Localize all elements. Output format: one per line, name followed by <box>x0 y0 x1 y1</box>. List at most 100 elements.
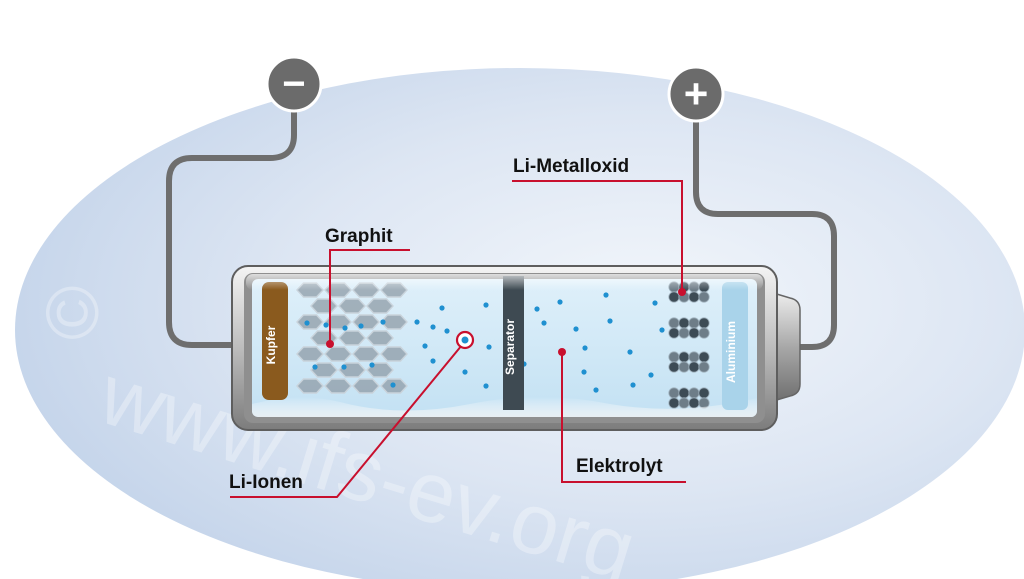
elektrolyt-leader-dot <box>558 348 566 356</box>
li-ion-dot <box>390 382 396 388</box>
aluminium-collector <box>722 282 748 410</box>
li-ion-dot <box>439 305 445 311</box>
li-ion-dot <box>659 327 665 333</box>
metalloxid-leader-dot <box>678 288 686 296</box>
li-ion-dot <box>648 372 654 378</box>
graphite-hexagon <box>296 378 324 394</box>
metal-oxide-particle <box>698 291 710 303</box>
metal-oxide-particle <box>668 387 680 399</box>
metal-oxide-particle <box>688 387 700 399</box>
metal-oxide-particle <box>698 361 710 373</box>
copper-collector <box>262 282 288 400</box>
li-ion-dot <box>581 369 587 375</box>
li-ion-dot <box>483 302 489 308</box>
metalloxid-leader <box>512 180 683 292</box>
metal-oxide-particle <box>668 361 680 373</box>
li-ion-dot <box>430 324 436 330</box>
metal-oxide-particle <box>668 291 680 303</box>
metal-oxide-particle <box>688 327 700 339</box>
li-ion-dot <box>444 328 450 334</box>
li-ion-dot <box>627 349 633 355</box>
separator-bar <box>503 276 524 410</box>
negative-terminal-symbol: − <box>282 62 305 106</box>
metal-oxide-particle <box>668 351 680 363</box>
li-ion-dot <box>630 382 636 388</box>
metal-oxide-particle <box>678 397 690 409</box>
metal-oxide-particle <box>688 361 700 373</box>
negative-terminal: − <box>265 55 323 113</box>
li-ion-highlight <box>455 330 475 350</box>
li-ionen-label: Li-Ionen <box>229 472 303 493</box>
li-ion-dot <box>312 364 318 370</box>
graphite-hexagon <box>366 330 394 346</box>
metal-oxide-particle <box>688 351 700 363</box>
graphite-hexagon <box>296 346 324 362</box>
li-ion-dot <box>607 318 613 324</box>
li-ion-dot <box>422 343 428 349</box>
watermark-copyright: © <box>31 285 114 340</box>
metal-oxide-particle <box>678 351 690 363</box>
graphite-hexagon <box>310 298 338 314</box>
copper-collector-label: Kupfer <box>264 325 278 364</box>
positive-terminal-symbol: + <box>684 70 709 117</box>
li-ionen-leader <box>230 344 463 498</box>
metal-oxide-particle <box>698 317 710 329</box>
graphite-hexagon <box>380 314 408 330</box>
metal-oxide-particle <box>698 351 710 363</box>
metal-oxide-particle <box>698 387 710 399</box>
li-ion-dot <box>573 326 579 332</box>
li-ion-dot <box>342 325 348 331</box>
positive-wire <box>693 107 837 350</box>
metal-oxide-particle <box>678 387 690 399</box>
graphite-hexagon <box>366 298 394 314</box>
metal-oxide-particle <box>698 327 710 339</box>
graphite-hexagon <box>296 314 324 330</box>
li-ion-dot <box>557 299 563 305</box>
metal-oxide-particle <box>678 361 690 373</box>
graphite-hexagon <box>338 298 366 314</box>
negative-wire <box>166 97 297 348</box>
li-ion-dot <box>462 369 468 375</box>
li-ion-dot <box>593 387 599 393</box>
li-ion-dot <box>358 323 364 329</box>
li-ion-dot <box>652 300 658 306</box>
separator-label: Separator <box>503 319 517 375</box>
li-ion-dot <box>582 345 588 351</box>
li-ion-dot <box>603 292 609 298</box>
elektrolyt-label: Elektrolyt <box>576 456 663 477</box>
metal-oxide-particle <box>688 317 700 329</box>
graphite-hexagon <box>352 314 380 330</box>
graphit-label: Graphit <box>325 226 393 247</box>
metal-oxide-particle <box>668 327 680 339</box>
elektrolyt-leader <box>561 352 686 483</box>
li-ion-dot <box>486 344 492 350</box>
graphite-hexagon <box>324 346 352 362</box>
li-ion-dot <box>380 319 386 325</box>
li-ion-dot <box>534 306 540 312</box>
li-ion-dot <box>483 383 489 389</box>
leader-lines <box>230 180 686 498</box>
positive-terminal: + <box>667 65 725 123</box>
metalloxid-label: Li-Metalloxid <box>513 156 629 177</box>
graphite-hexagon <box>380 346 408 362</box>
metal-oxide-particle <box>668 397 680 409</box>
li-ion-dot <box>414 319 420 325</box>
li-ion-dot <box>430 358 436 364</box>
graphite-hexagon <box>338 330 366 346</box>
li-ion-dots <box>304 292 665 393</box>
li-ion-dot <box>369 362 375 368</box>
li-ion-dot <box>541 320 547 326</box>
metal-oxide-particle <box>688 291 700 303</box>
metal-oxide-particle <box>668 317 680 329</box>
li-ion-dot <box>323 322 329 328</box>
graphit-leader-dot <box>326 340 334 348</box>
metal-oxide-particle <box>678 317 690 329</box>
li-ion-dot <box>304 320 310 326</box>
li-ion-dot <box>341 364 347 370</box>
metal-oxide-particle <box>688 397 700 409</box>
graphite-hexagon <box>352 378 380 394</box>
graphite-hexagon <box>324 378 352 394</box>
metal-oxide-particle <box>678 327 690 339</box>
graphit-leader <box>329 249 410 344</box>
